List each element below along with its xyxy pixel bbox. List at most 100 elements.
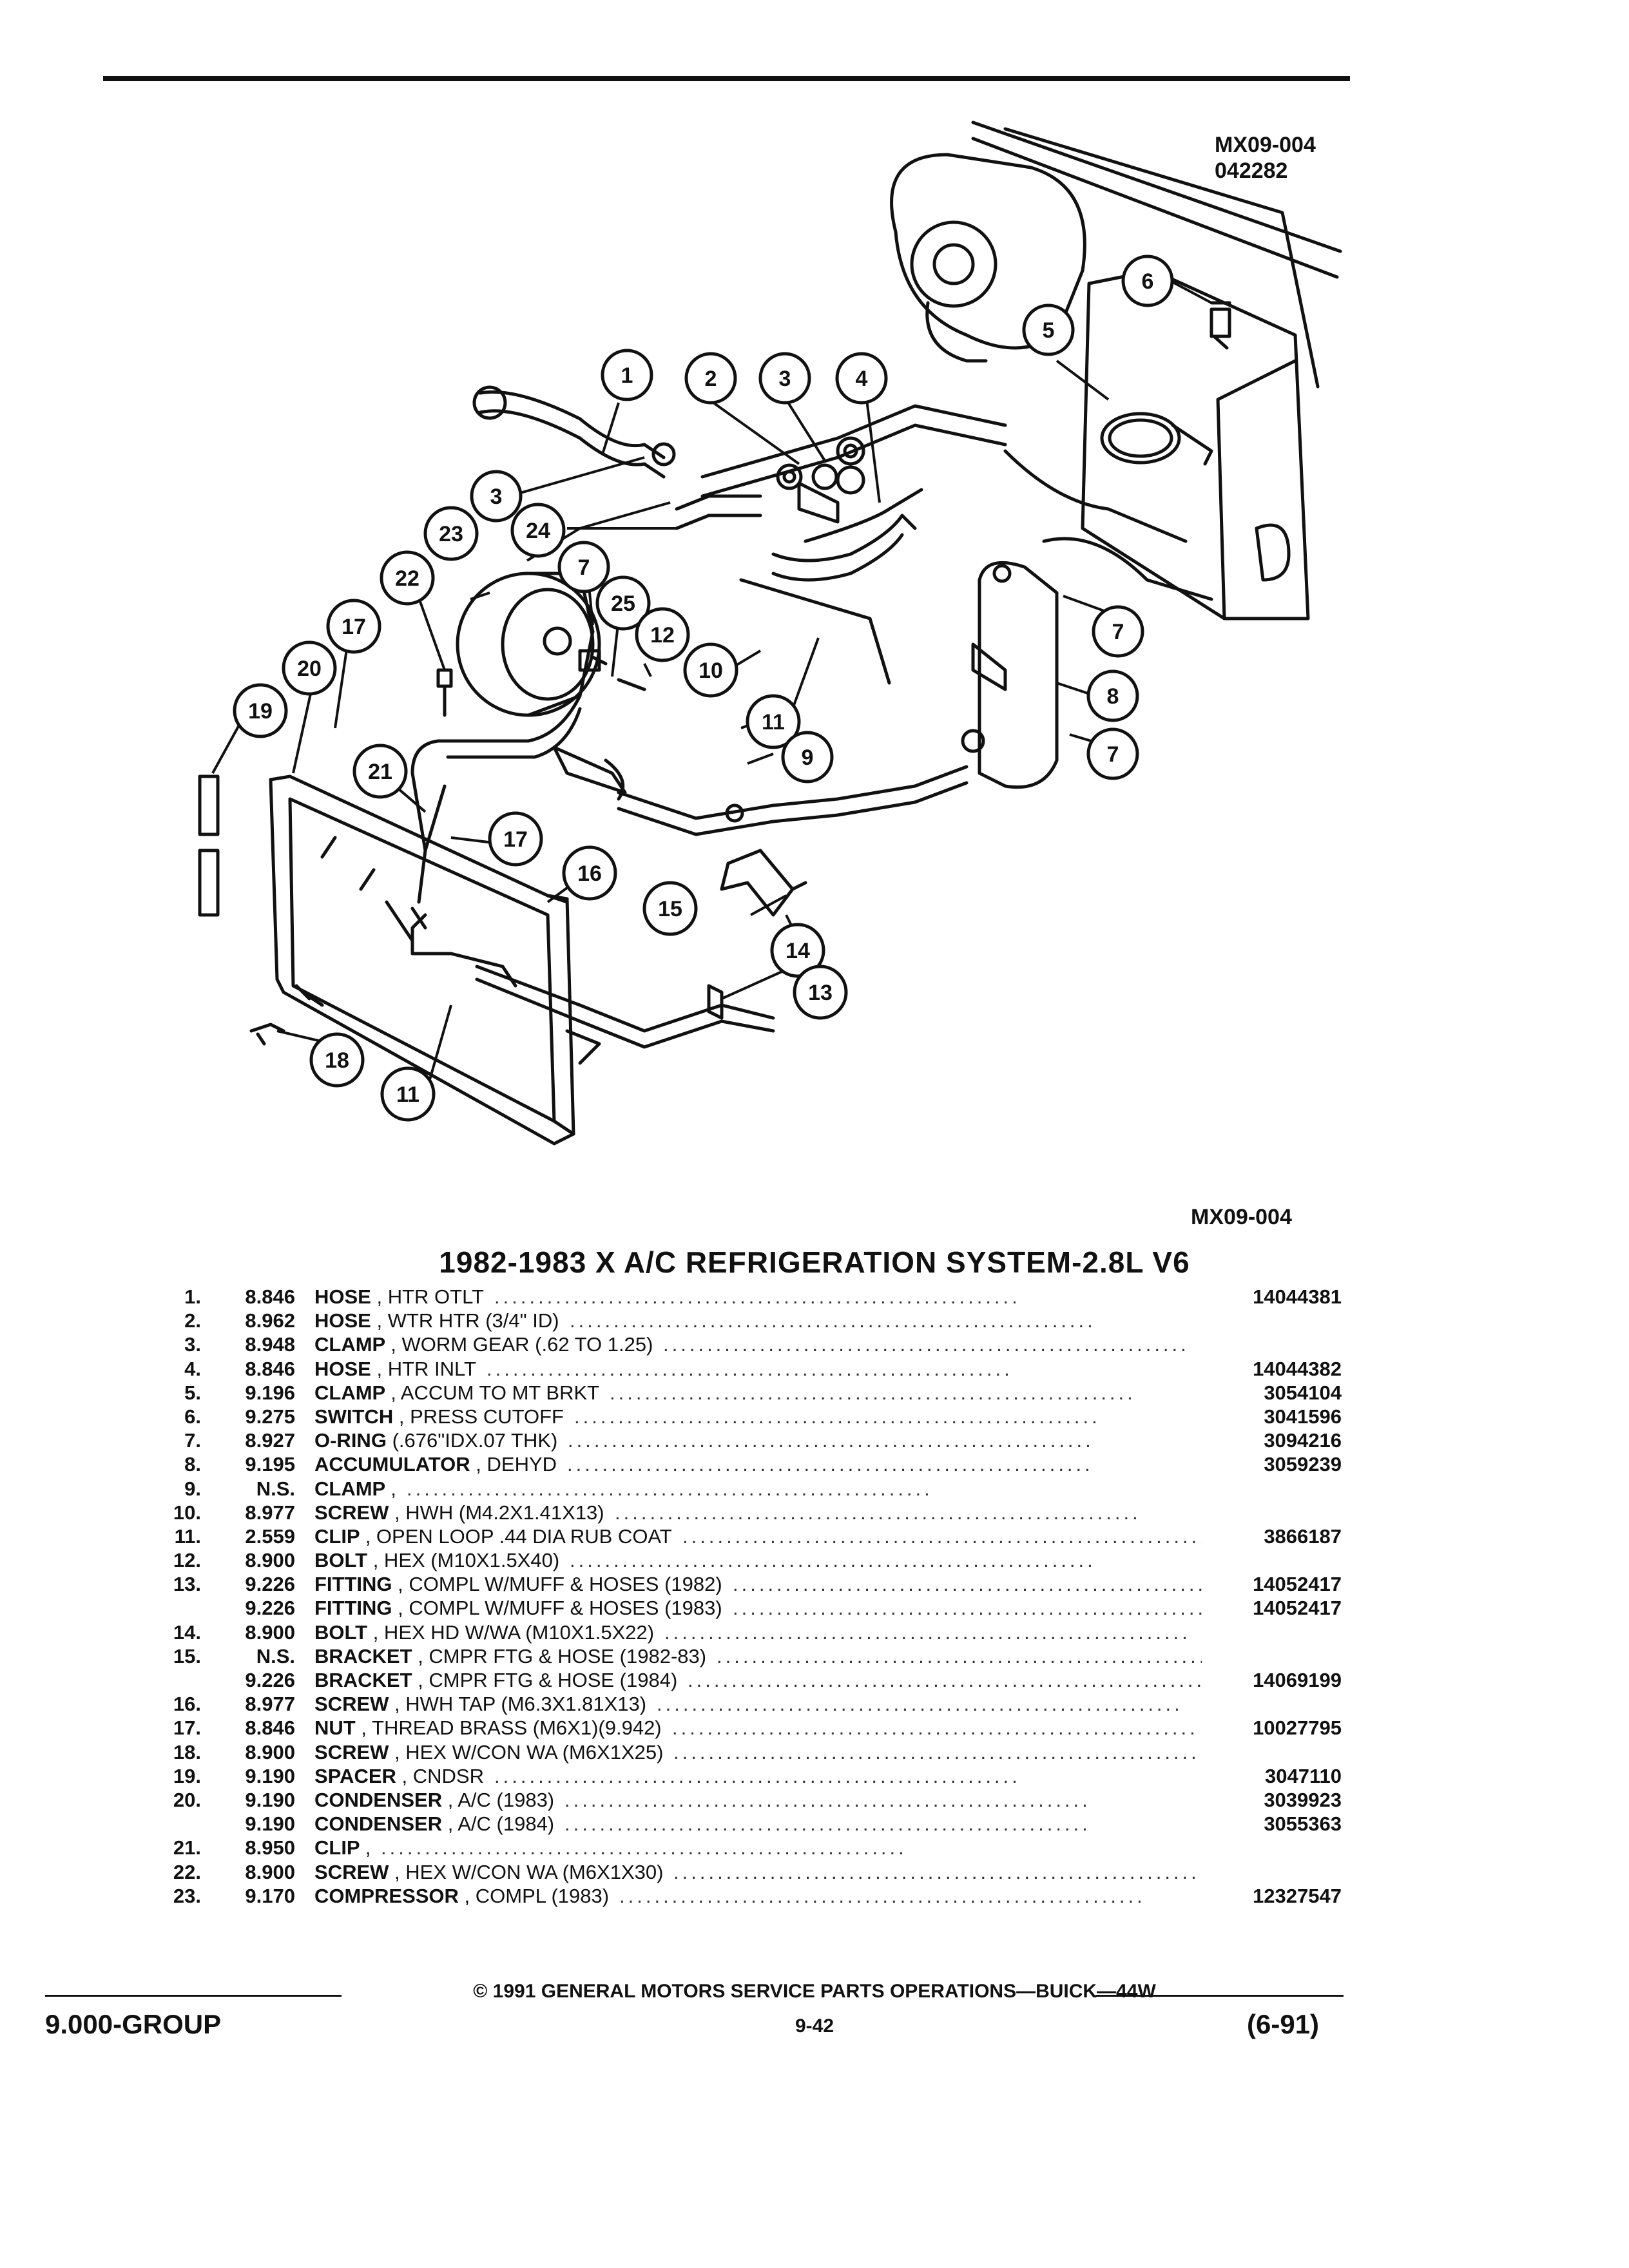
callout-4: 4 [835, 352, 888, 405]
callout-11a: 11 [746, 694, 801, 749]
item-number: 9. [184, 1477, 201, 1500]
svg-text:13: 13 [808, 981, 833, 1005]
part-number: 12327547 [1253, 1884, 1342, 1907]
callout-13: 13 [793, 965, 848, 1020]
part-description: SCREW , HEX W/CON WA (M6X1X30) [314, 1861, 663, 1884]
callout-20: 20 [282, 640, 337, 696]
svg-text:8: 8 [1107, 684, 1119, 709]
part-number: 3047110 [1265, 1764, 1342, 1787]
item-number: 18. [173, 1740, 201, 1763]
exploded-diagram: 1 2 3 4 5 6 3 24 23 7 22 25 17 12 7 20 1… [198, 120, 1342, 1146]
part-name: FITTING [314, 1597, 392, 1620]
part-description: CLIP , [314, 1836, 371, 1860]
callout-17b: 17 [488, 811, 543, 867]
callout-24: 24 [510, 503, 566, 558]
part-detail: , COMPL W/MUFF & HOSES (1982) [398, 1573, 722, 1596]
item-number: 6. [184, 1405, 201, 1428]
part-detail: , HEX HD W/WA (M10X1.5X22) [372, 1620, 655, 1644]
part-name: COMPRESSOR [314, 1884, 459, 1907]
footer-page-number: 9-42 [795, 2015, 834, 2037]
part-detail: , THREAD BRASS (M6X1)(9.942) [361, 1716, 662, 1740]
callout-21: 21 [352, 744, 408, 799]
svg-text:18: 18 [325, 1048, 349, 1073]
group-number: 9.275 [245, 1405, 295, 1428]
part-description: COMPRESSOR , COMPL (1983) [314, 1885, 609, 1908]
callout-23: 23 [423, 506, 479, 561]
part-name: O-RING [314, 1429, 387, 1452]
group-number: 9.226 [245, 1573, 295, 1596]
leader-dots: ........................................… [682, 1524, 1202, 1548]
leader-dots: ........................................… [564, 1812, 1091, 1836]
part-description: BOLT , HEX HD W/WA (M10X1.5X22) [314, 1621, 654, 1644]
footer-section: 9.000-GROUP [45, 2009, 222, 2039]
part-description: BOLT , HEX (M10X1.5X40) [314, 1549, 559, 1572]
svg-text:11: 11 [396, 1082, 419, 1107]
item-number: 19. [173, 1764, 201, 1787]
leader-dots: ........................................… [407, 1477, 933, 1500]
svg-text:9: 9 [802, 745, 814, 770]
part-name: HOSE [314, 1285, 371, 1308]
part-description: SWITCH , PRESS CUTOFF [314, 1405, 564, 1428]
item-number: 11. [174, 1524, 201, 1548]
part-number: 3866187 [1264, 1524, 1342, 1548]
part-description: CLAMP , [314, 1477, 396, 1501]
part-name: CLAMP [314, 1477, 385, 1500]
group-number: 2.559 [245, 1524, 295, 1548]
part-number: 3059239 [1264, 1453, 1342, 1476]
part-detail: , HEX W/CON WA (M6X1X30) [394, 1860, 664, 1883]
part-detail: , HEX (M10X1.5X40) [372, 1549, 560, 1572]
part-detail: , CMPR FTG & HOSE (1982-83) [418, 1644, 707, 1667]
item-number: 10. [173, 1501, 201, 1524]
part-detail: , PRESS CUTOFF [398, 1405, 564, 1428]
callout-9: 9 [781, 731, 834, 783]
callout-11b: 11 [380, 1066, 436, 1122]
part-description: ACCUMULATOR , DEHYD [314, 1453, 557, 1476]
leader-dots: ........................................… [663, 1333, 1190, 1356]
footer-date: (6-91) [1247, 2009, 1320, 2039]
part-detail: , CMPR FTG & HOSE (1984) [418, 1669, 678, 1691]
part-detail: , HTR INLT [376, 1357, 476, 1380]
group-number: 8.962 [245, 1309, 295, 1332]
part-number: 14052417 [1253, 1573, 1342, 1596]
svg-text:2: 2 [705, 367, 717, 391]
part-description: CLAMP , ACCUM TO MT BRKT [314, 1381, 599, 1405]
item-number: 12. [173, 1549, 201, 1572]
part-description: SCREW , HEX W/CON WA (M6X1X25) [314, 1741, 663, 1764]
part-description: SCREW , HWH (M4.2X1.41X13) [314, 1501, 604, 1524]
callout-17a: 17 [326, 599, 381, 654]
leader-dots: ........................................… [570, 1549, 1096, 1572]
svg-text:20: 20 [297, 657, 322, 681]
group-number: 9.190 [245, 1764, 295, 1787]
part-detail: , [365, 1836, 371, 1860]
group-number: 9.226 [245, 1597, 295, 1620]
ref-code: MX09-004 [1215, 133, 1316, 157]
ref-date: 042282 [1215, 159, 1288, 183]
svg-text:10: 10 [699, 658, 723, 683]
item-number: 17. [173, 1716, 201, 1740]
part-number: 14052417 [1253, 1597, 1342, 1620]
svg-text:6: 6 [1142, 269, 1154, 294]
group-number: 9.170 [245, 1884, 295, 1907]
group-number: 8.950 [245, 1836, 295, 1860]
callout-15: 15 [642, 881, 698, 936]
leader-dots: ........................................… [570, 1309, 1096, 1332]
item-number: 2. [184, 1309, 201, 1332]
callout-7c: 7 [1086, 727, 1139, 780]
group-number: 8.900 [245, 1620, 295, 1644]
part-description: NUT , THREAD BRASS (M6X1)(9.942) [314, 1716, 662, 1740]
part-number: 3055363 [1264, 1812, 1342, 1836]
part-detail: , DEHYD [476, 1453, 557, 1476]
group-number: 8.927 [245, 1429, 295, 1452]
part-name: CONDENSER [314, 1788, 443, 1811]
group-number: 9.196 [245, 1381, 295, 1404]
part-name: HOSE [314, 1357, 371, 1380]
leader-dots: ........................................… [717, 1644, 1202, 1667]
